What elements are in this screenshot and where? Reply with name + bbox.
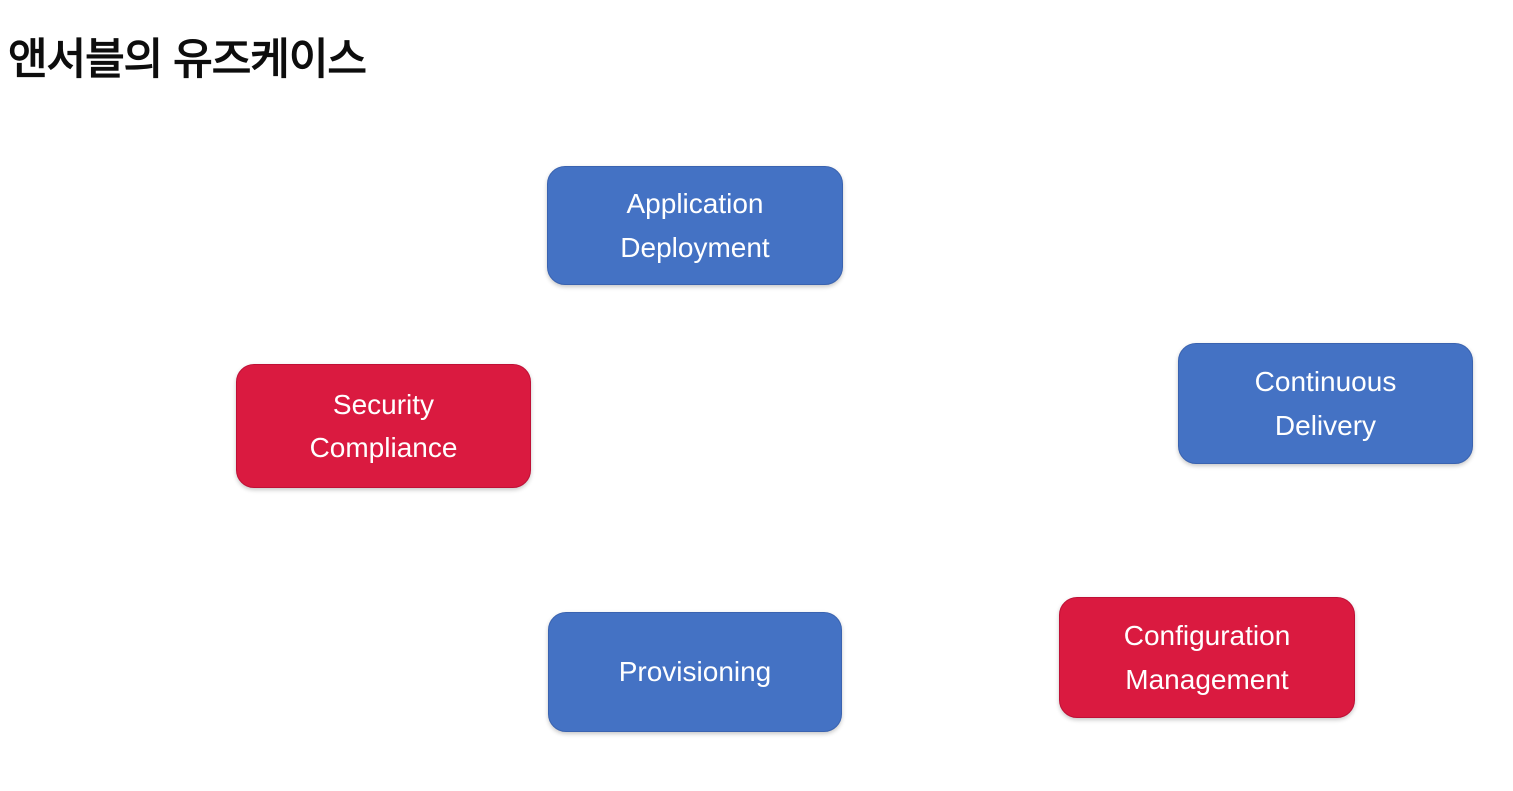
usecase-box-application-deployment: Application Deployment	[547, 166, 843, 285]
usecase-box-provisioning: Provisioning	[548, 612, 842, 732]
usecase-label-continuous-delivery: Continuous Delivery	[1254, 366, 1397, 441]
slide-title: 앤서블의 유즈케이스	[8, 35, 367, 84]
usecase-label-configuration-management: Configuration Management	[1123, 620, 1291, 695]
usecase-box-continuous-delivery: Continuous Delivery	[1178, 343, 1473, 464]
usecase-box-configuration-management: Configuration Management	[1059, 597, 1355, 718]
usecase-label-application-deployment: Application Deployment	[620, 188, 770, 263]
usecase-label-provisioning: Provisioning	[618, 656, 772, 688]
usecase-box-security-compliance: Security Compliance	[236, 364, 531, 488]
usecase-label-security-compliance: Security Compliance	[309, 388, 458, 463]
